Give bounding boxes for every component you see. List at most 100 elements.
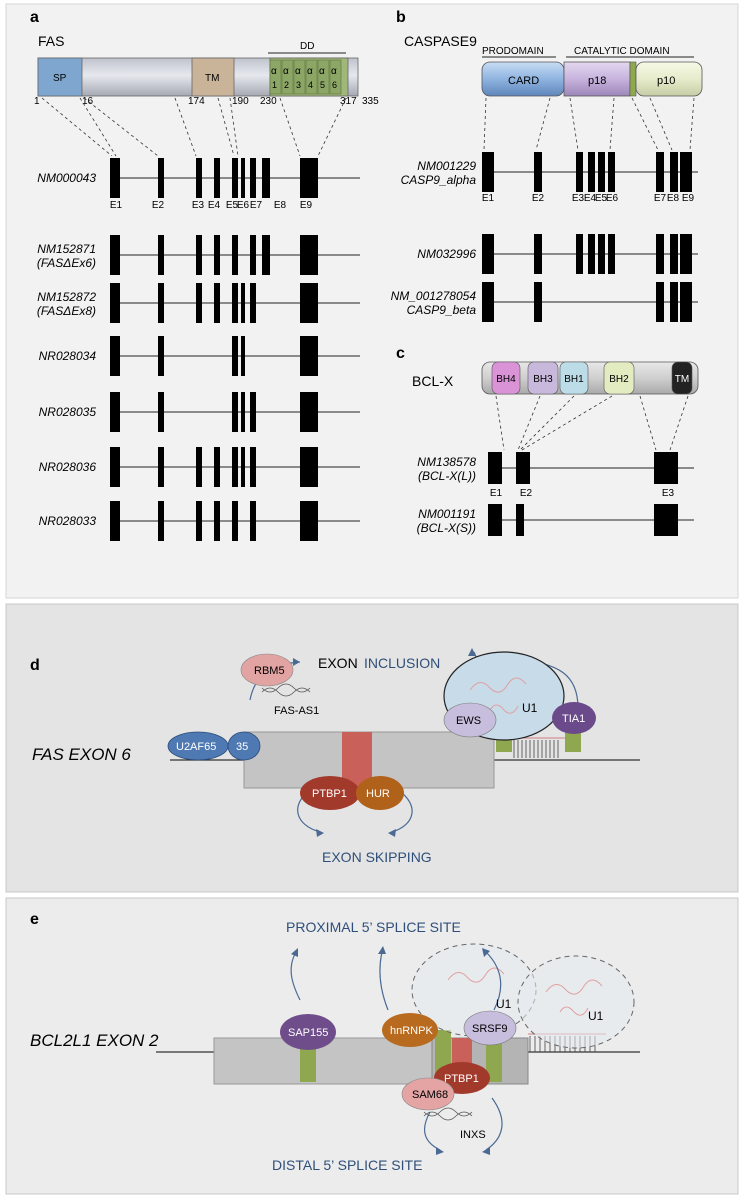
fas-transcript-row: NR028035 bbox=[39, 392, 360, 432]
bclx-domain-bh2 bbox=[603, 361, 635, 395]
fas-domain-connector bbox=[279, 97, 301, 157]
fas-exon-label-E8: E8 bbox=[274, 200, 287, 211]
bclx-domain-connector bbox=[517, 395, 541, 451]
svg-text:HUR: HUR bbox=[366, 788, 390, 800]
fas-exon-1 bbox=[110, 447, 120, 487]
fas-transcript-id: NR028036 bbox=[39, 460, 97, 474]
casp9-exon-label-E6: E6 bbox=[606, 193, 619, 204]
catalytic-domain-label: CATALYTIC DOMAIN bbox=[574, 46, 670, 57]
fas-exon-7 bbox=[250, 392, 256, 432]
casp9-exon-8 bbox=[670, 152, 678, 192]
fas-exon-8 bbox=[262, 158, 270, 198]
fas-exon-5 bbox=[232, 336, 238, 376]
casp9-exon-2 bbox=[534, 282, 542, 322]
bclx-domain-bh1 bbox=[559, 361, 589, 395]
bclx-domain-label: BH3 bbox=[533, 374, 553, 385]
sam68-protein: SAM68 bbox=[401, 1077, 455, 1111]
casp9-exon-label-E4: E4 bbox=[584, 193, 597, 204]
fas-exon-9 bbox=[300, 447, 318, 487]
fas-transcript-id: NR028033 bbox=[39, 514, 97, 528]
fas-exon-7 bbox=[250, 501, 256, 541]
fas-exon-2 bbox=[158, 283, 164, 323]
casp9-exon-9 bbox=[680, 282, 692, 322]
ptbp1-protein-d: PTBP1 bbox=[300, 776, 360, 810]
fas-exon-1 bbox=[110, 392, 120, 432]
fas-exon-6 bbox=[241, 283, 245, 323]
casp9-domain-connector bbox=[631, 97, 659, 151]
svg-text:RBM5: RBM5 bbox=[254, 665, 285, 677]
fas-as1-rna-helix bbox=[261, 683, 311, 697]
fas-domain-connector bbox=[79, 97, 117, 157]
svg-text:SAM68: SAM68 bbox=[412, 1089, 448, 1101]
bclx-transcript-id: NM138578 bbox=[417, 455, 476, 469]
dd-bracket-label: DD bbox=[300, 41, 314, 52]
casp9-exon-4 bbox=[588, 152, 595, 192]
fas-position-1: 1 bbox=[34, 96, 40, 107]
fas-exon-3 bbox=[196, 283, 202, 323]
proximal-arrowhead-3 bbox=[482, 948, 490, 957]
casp9-exon-3 bbox=[576, 152, 583, 192]
u2af35-protein: 35 bbox=[227, 731, 261, 761]
casp9-exon-8 bbox=[670, 234, 678, 274]
fas-exon-9 bbox=[300, 501, 318, 541]
u1-label-e-right: U1 bbox=[588, 1009, 604, 1023]
casp9-exon-1 bbox=[482, 152, 494, 192]
fas-exon-5 bbox=[232, 235, 238, 275]
fas-exon-1 bbox=[110, 336, 120, 376]
sap155-protein: SAP155 bbox=[280, 1014, 336, 1050]
casp9-transcript-id: NM_001278054 bbox=[391, 289, 477, 303]
casp9-domain-connector bbox=[535, 97, 551, 151]
proximal-splice-site-label: PROXIMAL 5’ SPLICE SITE bbox=[286, 919, 461, 935]
panel-b-title: CASPASE9 bbox=[404, 33, 477, 49]
fas-exon-9 bbox=[300, 283, 318, 323]
u1-rna-squiggle-e-right bbox=[545, 979, 603, 1016]
proximal-arrow-3 bbox=[485, 951, 502, 1011]
fas-position-335: 335 bbox=[362, 96, 379, 107]
proximal-arrow-1 bbox=[290, 951, 301, 1001]
bclx-domain-label: BH4 bbox=[496, 374, 516, 385]
fas-transcript-row: NR028036 bbox=[39, 447, 360, 487]
casp9-transcript-id: NM001229 bbox=[417, 159, 476, 173]
fas-exon-1 bbox=[110, 283, 120, 323]
fas-exon-label-E9: E9 bbox=[300, 200, 313, 211]
dd-helix-1 bbox=[269, 59, 282, 95]
casp9-exon-label-E7: E7 bbox=[654, 193, 667, 204]
casp9-exon-1 bbox=[482, 282, 494, 322]
u1-snrnp-e-right bbox=[517, 955, 635, 1049]
panel-abc-background bbox=[5, 3, 739, 599]
bclx-domain-label: BH1 bbox=[564, 374, 584, 385]
fas-domain-connector bbox=[217, 97, 235, 157]
casp9-card-label: CARD bbox=[508, 75, 539, 87]
panel-d-letter: d bbox=[30, 657, 40, 674]
dd-helix-number: 1 bbox=[272, 80, 277, 90]
fas-domain-connector bbox=[83, 97, 159, 157]
fas-exon-1 bbox=[110, 158, 120, 198]
casp9-exon-8 bbox=[670, 282, 678, 322]
casp9-domain-connector bbox=[569, 97, 579, 151]
fas-exon-7 bbox=[250, 158, 256, 198]
fas-transcript-row: NR028033 bbox=[39, 501, 360, 541]
bcl2l1-exon2-label: BCL2L1 EXON 2 bbox=[30, 1031, 159, 1050]
inxs-rna-helix bbox=[423, 1107, 473, 1121]
bclx-domain-label: BH2 bbox=[609, 374, 629, 385]
casp9-exon-2 bbox=[534, 152, 542, 192]
casp9-exon-6 bbox=[608, 234, 615, 274]
fas-exon-5 bbox=[232, 447, 238, 487]
exon-skipping-label: EXON SKIPPING bbox=[322, 849, 432, 865]
dd-helix-alpha: α bbox=[283, 66, 289, 77]
bclx-exon-1 bbox=[488, 452, 502, 484]
fas-transcript-row: NM152871(FASΔEx6) bbox=[37, 235, 360, 275]
fas-exon-2 bbox=[158, 447, 164, 487]
fas-exon-3 bbox=[196, 447, 202, 487]
bclx-transcript-subtitle: (BCL-X(L)) bbox=[418, 469, 476, 483]
casp9-exon-2 bbox=[534, 234, 542, 274]
fas-exon-7 bbox=[250, 235, 256, 275]
bclx-domain-connector bbox=[519, 395, 575, 451]
casp9-exon-5 bbox=[598, 234, 605, 274]
fas-exon-label-E7: E7 bbox=[250, 200, 263, 211]
bclx-transcript-row: NM138578(BCL-X(L)) bbox=[417, 452, 694, 484]
fas-domain-connector bbox=[229, 97, 239, 157]
panel-a-title: FAS bbox=[38, 33, 64, 49]
fas-exon-7 bbox=[250, 447, 256, 487]
